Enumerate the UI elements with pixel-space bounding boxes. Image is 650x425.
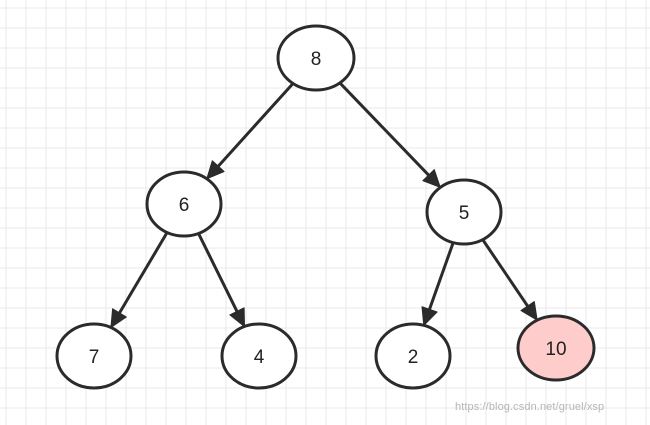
tree-node-4: 4 [220,322,298,390]
tree-node-8: 8 [276,24,356,92]
node-label-5: 5 [459,203,470,224]
node-label-8: 8 [311,49,322,70]
node-label-4: 4 [254,347,265,368]
edge-n6-n7 [117,231,169,317]
tree-node-2: 2 [374,322,452,390]
tree-node-6: 6 [145,170,223,238]
tree-node-5: 5 [425,178,503,246]
node-label-10: 10 [545,339,566,360]
node-label-2: 2 [408,347,419,368]
node-label-7: 7 [89,347,100,368]
arrowhead-n10 [520,301,538,321]
arrowhead-n2 [421,306,438,326]
node-circle-4 [220,322,298,390]
node-circle-6 [145,170,223,238]
arrowhead-n5 [422,169,441,188]
edge-n8-n6 [215,82,295,170]
edge-n5-n10 [481,238,531,310]
tree-nodes: 8 6 5 7 4 2 10 [55,24,596,390]
tree-node-10: 10 [516,314,596,382]
edge-n6-n4 [197,231,240,315]
arrowhead-n4 [229,307,245,328]
tree-node-7: 7 [55,322,133,390]
edge-n5-n2 [427,241,455,313]
node-circle-5 [425,178,503,246]
node-label-6: 6 [179,195,190,216]
edge-n8-n5 [338,81,432,179]
tree-edges [110,81,538,328]
arrowhead-n6 [206,160,225,180]
watermark-text: https://blog.csdn.net/gruel/xsp [455,401,605,413]
node-circle-2 [374,322,452,390]
node-circle-7 [55,322,133,390]
node-circle-8 [276,24,356,92]
arrowhead-n7 [110,308,127,328]
node-circle-10 [516,314,596,382]
